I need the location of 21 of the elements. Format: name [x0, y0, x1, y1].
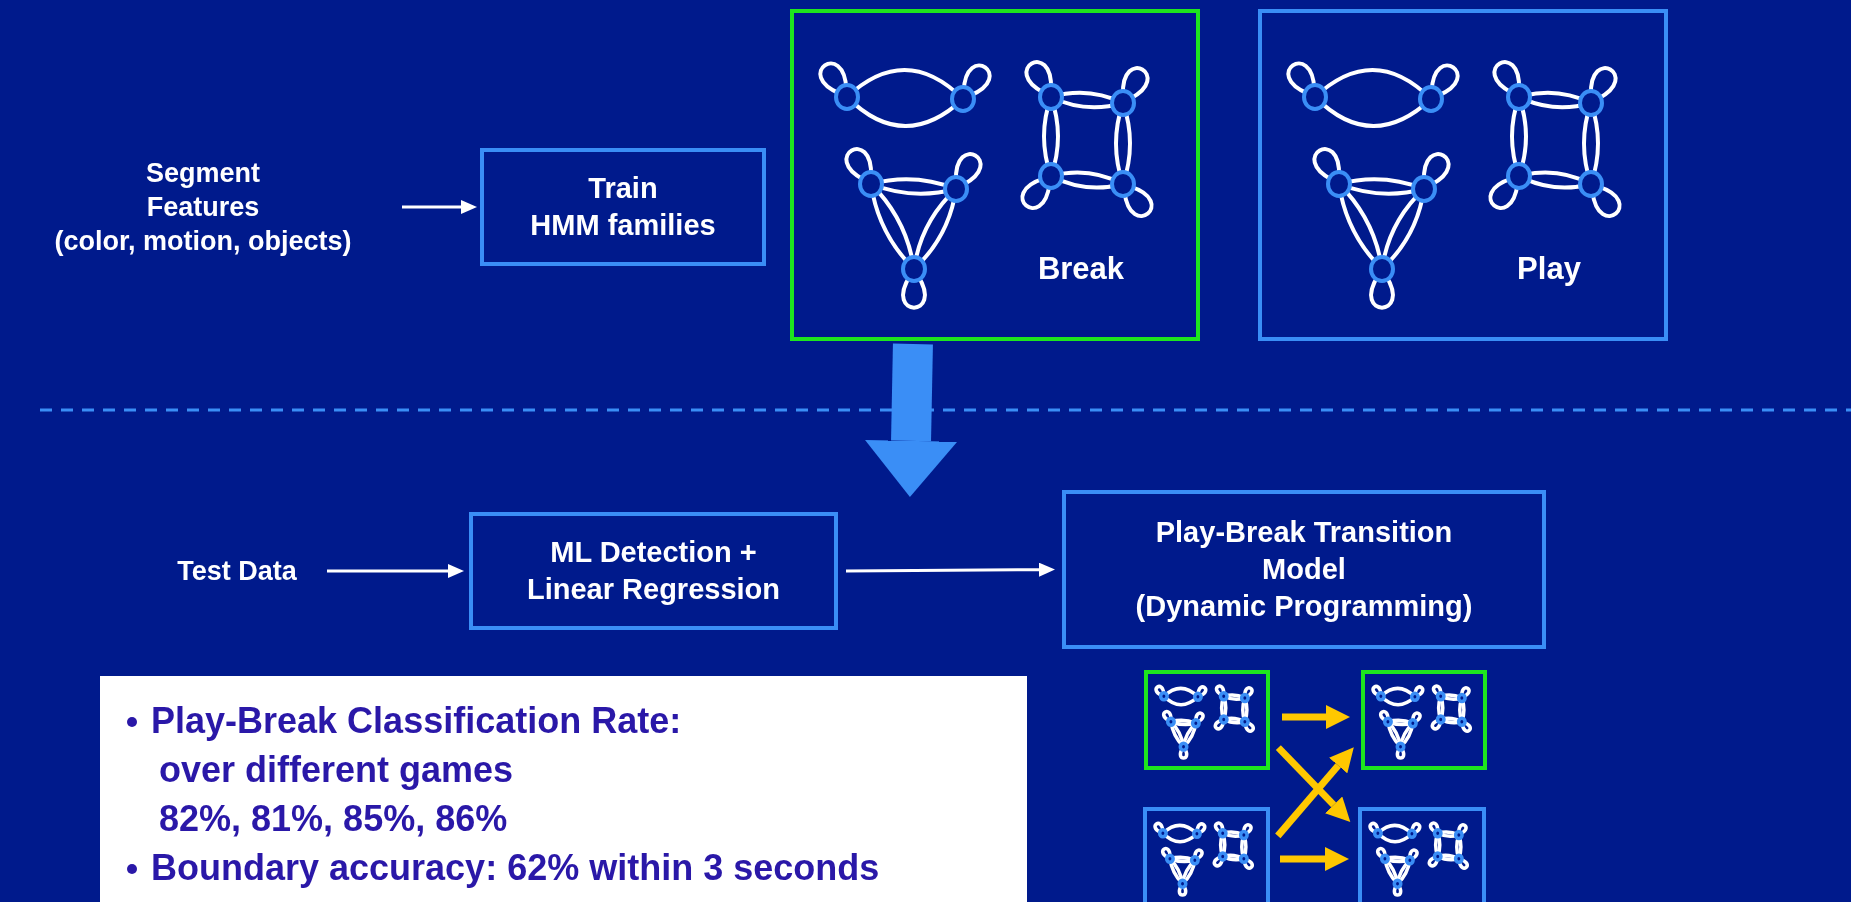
model-thumbnail [1361, 670, 1487, 770]
bullet-text: Play-Break Classification Rate: [151, 699, 682, 743]
process-box [469, 512, 838, 630]
process-box [480, 148, 766, 266]
panel-label: Break [1036, 250, 1126, 288]
input-label: Test Data [176, 555, 298, 588]
process-box [1062, 490, 1546, 649]
panel-label: Play [1516, 250, 1582, 288]
bullet-text: Boundary accuracy: 62% within 3 seconds [151, 846, 880, 890]
model-thumbnail [1358, 807, 1486, 902]
bullet-text: over different games [159, 748, 514, 792]
box-label: HMM families [529, 208, 717, 243]
model-thumbnail [1143, 807, 1270, 902]
box-label: ML Detection + Linear Regression [526, 535, 781, 607]
bullet-text: 82%, 81%, 85%, 86% [159, 797, 508, 841]
model-thumbnail [1144, 670, 1270, 770]
feature-label: (color, motion, objects) [53, 225, 353, 258]
box-label: Play-Break Transition Model [1154, 515, 1454, 587]
feature-label: Segment Features [145, 157, 261, 224]
box-label: (Dynamic Programming) [1134, 589, 1474, 624]
box-label: Train [587, 171, 659, 206]
